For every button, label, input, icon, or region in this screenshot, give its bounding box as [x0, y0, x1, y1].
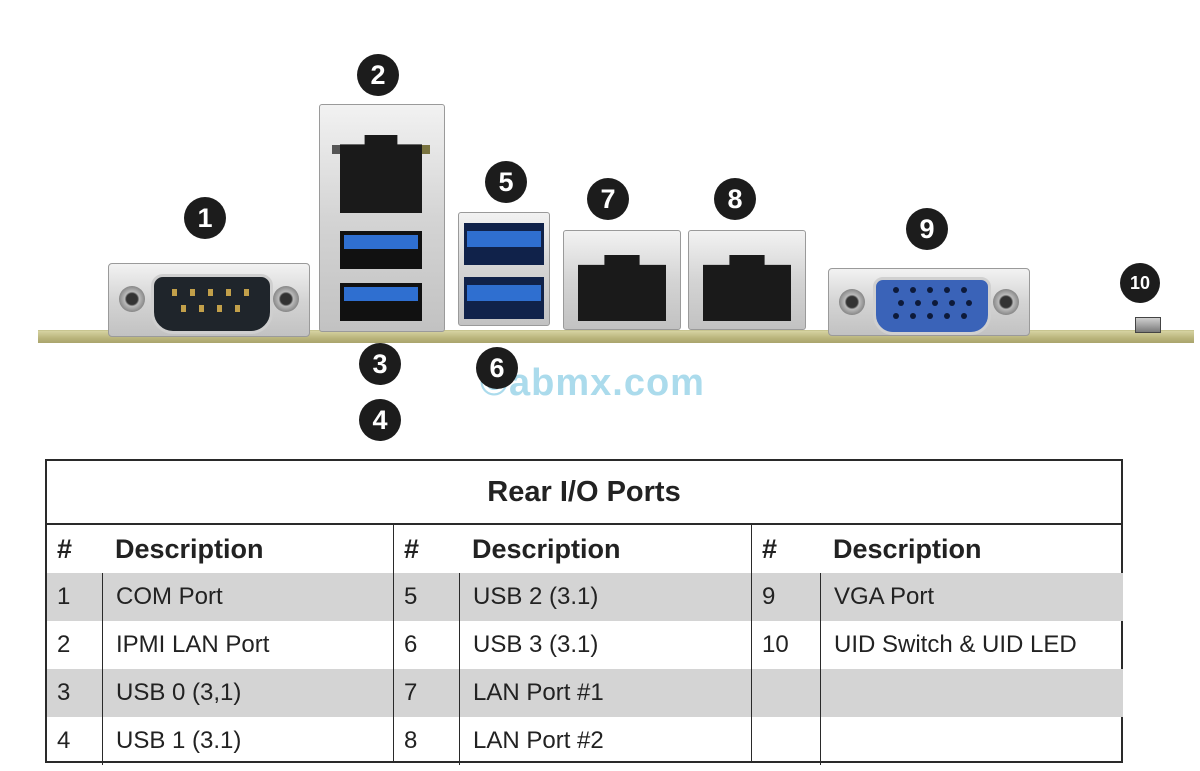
vga-screw-right [993, 289, 1019, 315]
com-screw-right [273, 286, 299, 312]
uid-switch [1135, 317, 1161, 333]
row-desc: LAN Port #2 [459, 717, 751, 765]
vga-pins [893, 287, 972, 319]
row-desc [820, 717, 1123, 765]
row-num: 8 [404, 727, 418, 754]
table-row: 7 LAN Port #1 [394, 669, 751, 717]
usb3-port [464, 277, 544, 319]
usb3-tongue [467, 285, 541, 301]
row-num: 5 [404, 583, 418, 610]
usb0-port [340, 231, 422, 269]
ipmi-lan-jack [340, 135, 422, 213]
vga-shell [873, 277, 991, 335]
usb-stack [458, 212, 550, 326]
table-column-2: # Description 5 USB 2 (3.1) 6 USB 3 (3.1) 7… [393, 525, 751, 765]
table-row: 6 USB 3 (3.1) [394, 621, 751, 669]
row-desc: UID Switch & UID LED [820, 621, 1123, 669]
table-row [752, 717, 1123, 765]
table-header: # Description [394, 525, 751, 573]
com-screw-left [119, 286, 145, 312]
usb1-port [340, 283, 422, 321]
table-title: Rear I/O Ports [47, 461, 1121, 525]
row-desc: VGA Port [820, 573, 1123, 621]
vga-screw-left [839, 289, 865, 315]
usb2-tongue [467, 231, 541, 247]
com-port [108, 263, 310, 337]
com-pins [172, 289, 249, 312]
callout-9: 9 [906, 208, 948, 250]
row-desc: COM Port [102, 573, 393, 621]
row-num: 1 [57, 583, 71, 610]
row-num: 10 [762, 631, 789, 658]
lan2-jack [703, 255, 791, 321]
row-num: 6 [404, 631, 418, 658]
rear-io-ports-table: Rear I/O Ports # Description 1 COM Port 2 I… [45, 459, 1123, 765]
row-num: 9 [762, 583, 776, 610]
table-row: 9 VGA Port [752, 573, 1123, 621]
usb2-port [464, 223, 544, 265]
lan-port-1 [563, 230, 681, 330]
row-num: 4 [57, 727, 71, 754]
vga-port [828, 268, 1030, 336]
table-row: 4 USB 1 (3.1) [47, 717, 393, 765]
header-desc: Description [472, 533, 621, 564]
row-desc: USB 0 (3,1) [102, 669, 393, 717]
usb1-tongue [344, 287, 418, 301]
com-shell [151, 274, 273, 334]
callout-5: 5 [485, 161, 527, 203]
row-desc [820, 669, 1123, 717]
table-row: 1 COM Port [47, 573, 393, 621]
table-column-3: # Description 9 VGA Port 10 UID Switch & UI… [751, 525, 1123, 765]
lan1-jack [578, 255, 666, 321]
ipmi-lan-usb-stack [319, 104, 445, 332]
row-desc: LAN Port #1 [459, 669, 751, 717]
ipmi-led-left [332, 145, 345, 154]
ipmi-led-right [417, 145, 430, 154]
callout-4: 4 [359, 399, 401, 441]
table-header: # Description [752, 525, 1123, 573]
table-header: # Description [47, 525, 393, 573]
header-num: # [762, 533, 778, 564]
callout-7: 7 [587, 178, 629, 220]
table-row: 2 IPMI LAN Port [47, 621, 393, 669]
lan-port-2 [688, 230, 806, 330]
table-row: 3 USB 0 (3,1) [47, 669, 393, 717]
table-row: 8 LAN Port #2 [394, 717, 751, 765]
callout-3: 3 [359, 343, 401, 385]
table-row [752, 669, 1123, 717]
callout-1: 1 [184, 197, 226, 239]
table-row: 5 USB 2 (3.1) [394, 573, 751, 621]
callout-2: 2 [357, 54, 399, 96]
row-desc: USB 3 (3.1) [459, 621, 751, 669]
usb0-tongue [344, 235, 418, 249]
header-num: # [404, 533, 420, 564]
header-desc: Description [115, 533, 264, 564]
header-desc: Description [833, 533, 982, 564]
row-num: 2 [57, 631, 71, 658]
row-desc: IPMI LAN Port [102, 621, 393, 669]
callout-6: 6 [476, 347, 518, 389]
header-num: # [57, 533, 73, 564]
table-row: 10 UID Switch & UID LED [752, 621, 1123, 669]
callout-8: 8 [714, 178, 756, 220]
row-num: 7 [404, 679, 418, 706]
row-desc: USB 1 (3.1) [102, 717, 393, 765]
callout-10: 10 [1120, 263, 1160, 303]
row-desc: USB 2 (3.1) [459, 573, 751, 621]
row-num: 3 [57, 679, 71, 706]
